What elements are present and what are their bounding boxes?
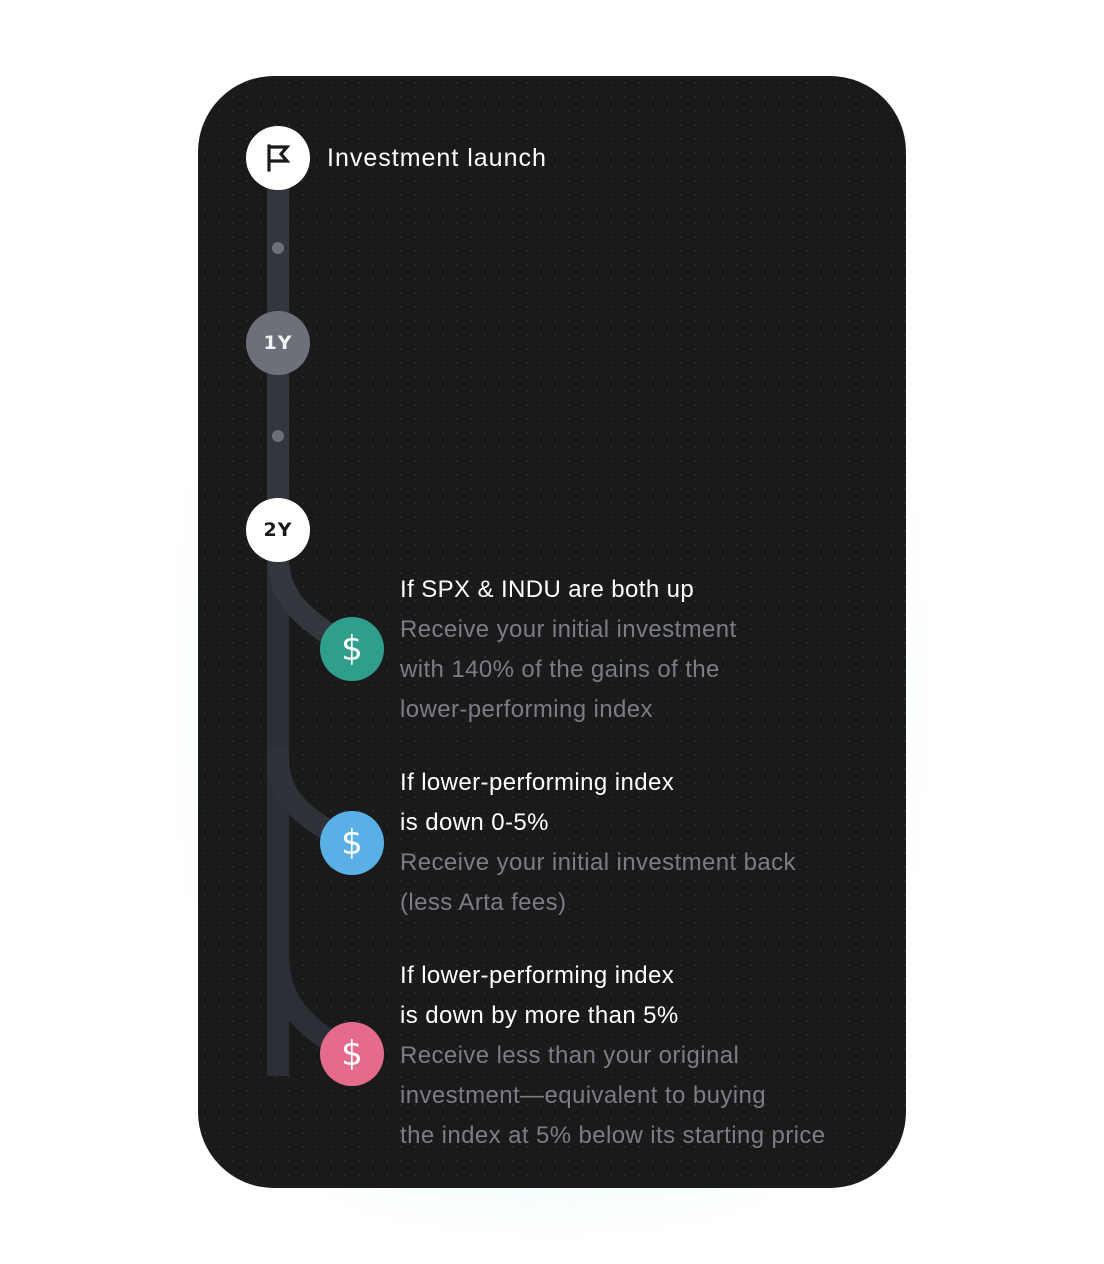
description-line: (less Arta fees)	[400, 889, 567, 916]
condition-line: If SPX & INDU are both up	[400, 576, 695, 603]
condition-line: If lower-performing index	[400, 769, 675, 796]
condition-line: If lower-performing index	[400, 962, 675, 989]
description-line: Receive your initial investment back	[400, 849, 796, 876]
launch-label: Investment launch	[327, 144, 547, 172]
description-line: lower-performing index	[400, 696, 653, 723]
outcome-flat-coin: $	[320, 811, 384, 875]
milestone-2y-label: 2Y	[263, 519, 293, 541]
description-line: with 140% of the gains of the	[400, 656, 720, 683]
description-line: Receive less than your original	[400, 1042, 740, 1069]
condition-line: is down 0-5%	[400, 809, 549, 836]
outcome-description: Receive less than your original investme…	[400, 1036, 890, 1156]
outcome-down-0-5: If lower-performing index is down 0-5% R…	[400, 763, 890, 923]
description-line: the index at 5% below its starting price	[400, 1122, 826, 1149]
dollar-icon: $	[341, 823, 363, 863]
timeline-dot	[272, 430, 284, 442]
condition-line: is down by more than 5%	[400, 1002, 679, 1029]
dollar-icon: $	[341, 1034, 363, 1074]
investment-timeline-card: Investment launch 1Y 2Y $ $ $ If SPX & I…	[198, 76, 906, 1188]
outcome-both-up: If SPX & INDU are both up Receive your i…	[400, 570, 890, 730]
outcome-description: Receive your initial investment back (le…	[400, 843, 890, 923]
outcome-down-coin: $	[320, 1022, 384, 1086]
milestone-1y-label: 1Y	[263, 332, 293, 354]
description-line: investment—equivalent to buying	[400, 1082, 766, 1109]
dollar-icon: $	[341, 629, 363, 669]
outcome-up-coin: $	[320, 617, 384, 681]
outcome-condition: If lower-performing index is down 0-5%	[400, 763, 890, 843]
timeline-dot	[272, 242, 284, 254]
outcome-condition: If SPX & INDU are both up	[400, 570, 890, 610]
outcome-description: Receive your initial investment with 140…	[400, 610, 890, 730]
milestone-2y-node: 2Y	[246, 498, 310, 562]
milestone-1y-node: 1Y	[246, 311, 310, 375]
outcome-condition: If lower-performing index is down by mor…	[400, 956, 890, 1036]
flag-icon	[267, 144, 291, 172]
timeline-track	[267, 147, 363, 1076]
launch-node	[246, 126, 310, 190]
description-line: Receive your initial investment	[400, 616, 737, 643]
outcome-down-over-5: If lower-performing index is down by mor…	[400, 956, 890, 1156]
